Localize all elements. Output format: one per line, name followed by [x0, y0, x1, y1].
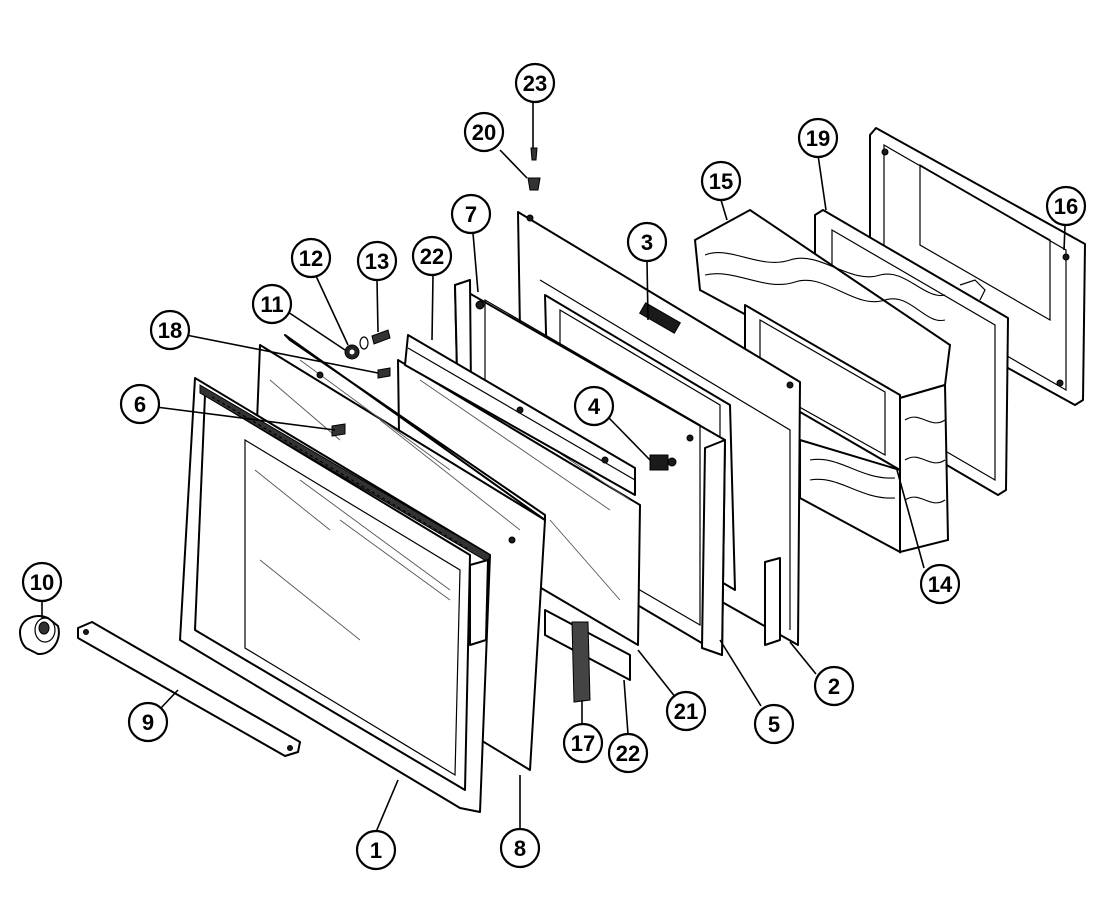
callout-22-lower: 22	[607, 732, 649, 774]
svg-text:17: 17	[571, 731, 595, 756]
part-10-knob	[19, 614, 60, 656]
callout-5: 5	[753, 703, 795, 745]
callout-2: 2	[813, 665, 855, 707]
hardware-parts	[331, 147, 541, 437]
svg-text:9: 9	[142, 710, 154, 735]
callout-23: 23	[514, 62, 556, 104]
callout-9: 9	[127, 701, 169, 743]
svg-text:13: 13	[365, 249, 389, 274]
svg-text:3: 3	[641, 230, 653, 255]
callout-21: 21	[665, 690, 707, 732]
svg-text:21: 21	[674, 699, 698, 724]
callout-3: 3	[626, 221, 668, 263]
callout-16: 16	[1045, 185, 1087, 227]
callout-1: 1	[355, 829, 397, 871]
part-9-handle-bar	[77, 621, 301, 757]
svg-text:23: 23	[523, 71, 547, 96]
svg-text:7: 7	[465, 202, 477, 227]
svg-text:18: 18	[158, 318, 182, 343]
part-17-strip	[571, 621, 591, 703]
svg-text:22: 22	[420, 244, 444, 269]
callout-22-upper: 22	[411, 235, 453, 277]
svg-text:11: 11	[260, 292, 283, 317]
svg-text:5: 5	[768, 712, 780, 737]
svg-text:12: 12	[299, 246, 323, 271]
svg-text:15: 15	[709, 169, 733, 194]
leader-lines	[41, 102, 1066, 833]
callout-11: 11	[251, 283, 293, 325]
part-15-insulation	[693, 208, 952, 554]
svg-text:22: 22	[616, 741, 640, 766]
svg-text:2: 2	[828, 674, 840, 699]
part-4-bracket	[649, 454, 677, 471]
callout-12: 12	[290, 237, 332, 279]
callout-18: 18	[149, 309, 191, 351]
callout-17: 17	[562, 722, 604, 764]
part-1-outer-door	[179, 377, 491, 813]
callout-8: 8	[499, 827, 541, 869]
callout-19: 19	[797, 117, 839, 159]
svg-text:20: 20	[472, 120, 496, 145]
svg-text:4: 4	[588, 394, 601, 419]
callout-15: 15	[700, 160, 742, 202]
part-2-side-strip	[764, 557, 781, 646]
callout-10: 10	[21, 561, 63, 603]
callout-7: 7	[450, 193, 492, 235]
svg-text:6: 6	[134, 392, 146, 417]
callout-6: 6	[119, 383, 161, 425]
svg-text:14: 14	[928, 572, 953, 597]
svg-text:19: 19	[806, 126, 830, 151]
callout-20: 20	[463, 111, 505, 153]
callout-14: 14	[919, 563, 961, 605]
callout-4: 4	[573, 385, 615, 427]
svg-text:1: 1	[370, 838, 382, 863]
svg-text:10: 10	[30, 570, 54, 595]
callout-13: 13	[356, 240, 398, 282]
svg-text:16: 16	[1054, 194, 1078, 219]
svg-text:8: 8	[514, 836, 526, 861]
